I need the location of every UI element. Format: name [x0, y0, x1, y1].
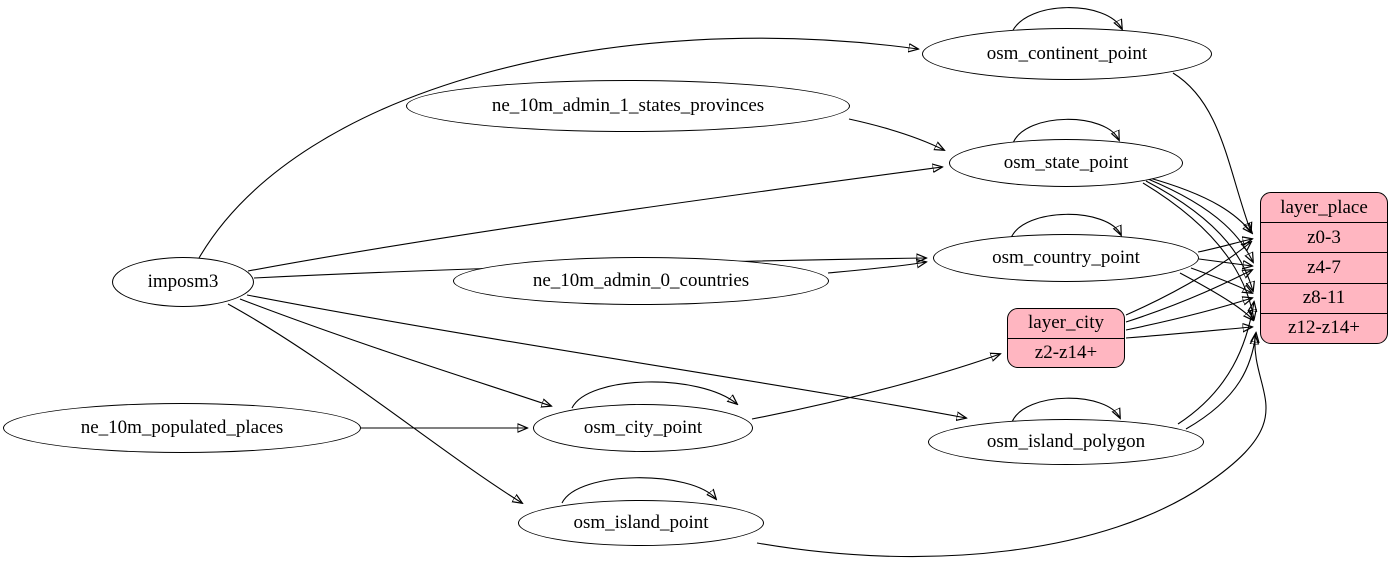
edge-osm-island-polygon-to-layer-place-z8-11: [1177, 302, 1254, 425]
edge-layer-city-to-layer-place-z4-7: [1125, 270, 1252, 323]
edge-imposm3-to-osm-city-point: [239, 298, 551, 406]
edge-osm-city-point-to-layer-city-z2-z14: [751, 354, 1000, 420]
node-ne-10m-admin-1-states-provinces: ne_10m_admin_1_states_provinces: [406, 80, 850, 132]
edge-layer-city-to-layer-place-z12-z14: [1125, 327, 1252, 339]
edge-osm-state-point-to-layer-place-z8-11: [1145, 180, 1253, 291]
record-layer-place-title: layer_place: [1280, 196, 1368, 218]
self-loop-osm-country-point: [1010, 213, 1121, 239]
record-layer-city-title: layer_city: [1028, 312, 1104, 334]
edge-osm-country-point-to-layer-place-z4-7: [1198, 258, 1252, 266]
edge-osm-island-point-to-layer-place-z12-z14: [756, 335, 1267, 558]
edge-osm-state-point-to-layer-place-z4-7: [1147, 178, 1253, 262]
node-osm-state-point: osm_state_point: [949, 139, 1183, 187]
edge-osm-country-point-to-layer-place-z8-11: [1190, 267, 1252, 293]
node-ne-10m-admin-0-countries: ne_10m_admin_0_countries: [453, 257, 829, 305]
edge-osm-country-point-to-layer-place-z12-z14: [1179, 272, 1253, 320]
edge-osm-state-point-to-layer-place-z0-3: [1145, 176, 1252, 233]
node-osm-island-point: osm_island_point: [518, 500, 764, 546]
node-ne-10m-admin-0-countries-label: ne_10m_admin_0_countries: [532, 270, 750, 291]
node-osm-continent-point-label: osm_continent_point: [986, 43, 1148, 64]
self-loop-osm-island-point: [561, 477, 716, 504]
edge-osm-island-polygon-to-layer-place-z12-z14: [1185, 333, 1256, 430]
node-osm-island-polygon-label: osm_island_polygon: [986, 431, 1146, 452]
self-loop-osm-city-point: [571, 381, 737, 409]
record-layer-place-row-z4-7: z4-7: [1261, 252, 1387, 282]
node-osm-country-point-label: osm_country_point: [992, 247, 1140, 268]
node-ne-10m-populated-places: ne_10m_populated_places: [3, 403, 361, 453]
edge-imposm3-to-osm-state-point: [247, 167, 942, 272]
edge-osm-continent-point-to-layer-place-z0-3: [1172, 72, 1251, 232]
node-imposm3: imposm3: [112, 257, 254, 307]
record-layer-place: layer_place z0-3 z4-7 z8-11 z12-z14+: [1260, 192, 1388, 344]
record-layer-place-row-z0-3: z0-3: [1261, 222, 1387, 252]
node-osm-country-point: osm_country_point: [933, 234, 1199, 282]
node-osm-city-point: osm_city_point: [533, 404, 753, 452]
record-layer-place-row-z12-z14: z12-z14+: [1261, 312, 1387, 343]
record-layer-city-row-z2-z14: z2-z14+: [1008, 337, 1124, 368]
node-osm-state-point-label: osm_state_point: [1003, 152, 1129, 173]
record-layer-place-row-z8-11: z8-11: [1261, 282, 1387, 313]
record-layer-city: layer_city z2-z14+: [1007, 308, 1125, 368]
edge-layer-city-to-layer-place-z0-3: [1125, 242, 1251, 316]
edge-imposm3-to-osm-island-polygon: [246, 294, 966, 418]
node-ne-10m-populated-places-label: ne_10m_populated_places: [80, 417, 284, 438]
node-osm-continent-point: osm_continent_point: [922, 28, 1212, 80]
self-loop-osm-continent-point: [1011, 7, 1122, 33]
edge-osm-country-point-to-layer-place-z0-3: [1197, 239, 1252, 253]
node-osm-city-point-label: osm_city_point: [583, 417, 703, 438]
node-ne-10m-admin-1-states-provinces-label: ne_10m_admin_1_states_provinces: [491, 95, 765, 116]
edge-imposm3-to-osm-continent-point: [198, 37, 918, 259]
edge-ne10m-admin1-to-osm-state-point: [848, 118, 944, 150]
node-osm-island-point-label: osm_island_point: [573, 512, 709, 533]
node-osm-island-polygon: osm_island_polygon: [928, 419, 1204, 465]
node-imposm3-label: imposm3: [147, 271, 219, 292]
self-loop-osm-state-point: [1012, 118, 1119, 144]
self-loop-osm-island-polygon: [1011, 397, 1120, 423]
edge-imposm3-to-osm-island-point: [227, 303, 522, 503]
edge-ne10m-admin0-to-osm-country-point: [827, 262, 926, 274]
edge-layer-city-to-layer-place-z8-11: [1125, 298, 1252, 331]
